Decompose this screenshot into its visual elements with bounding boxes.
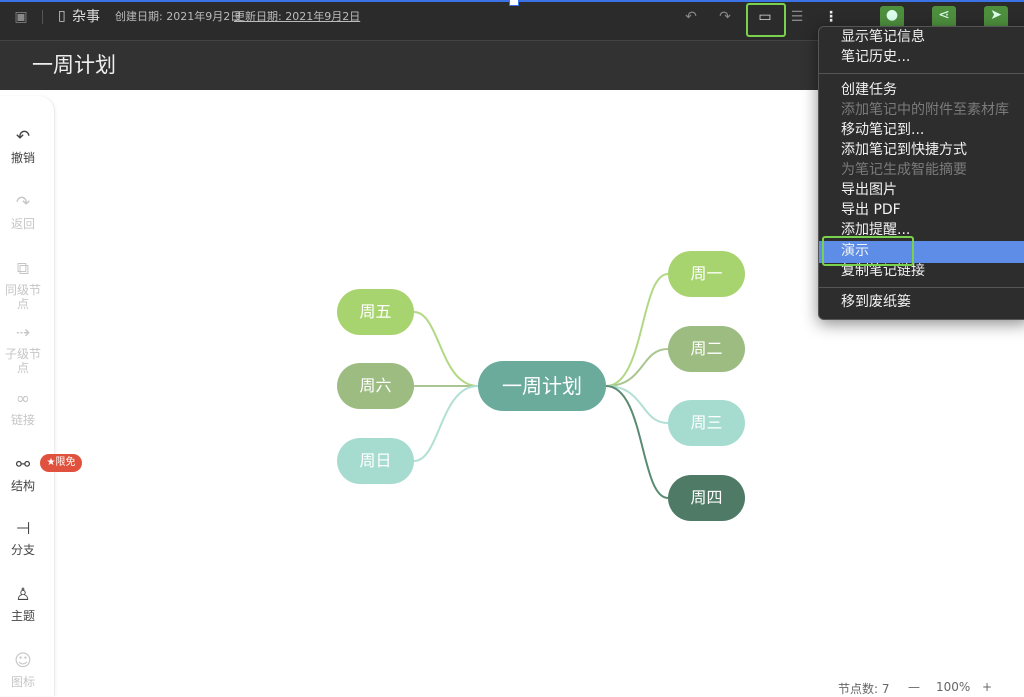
menu-highlight (819, 241, 1024, 263)
menu-item-copy-link[interactable]: 复制笔记链接 (841, 263, 925, 279)
connector-thu (605, 385, 669, 499)
child-node-icon: ⇢ (15, 323, 31, 343)
tool-label: 分支 (10, 543, 35, 557)
redo-icon: ↷ (15, 193, 31, 213)
tool-label: 同级节点 (4, 283, 41, 311)
redo-icon[interactable]: ↷ (719, 9, 731, 25)
node-wed[interactable]: 周三 (668, 400, 745, 446)
menu-item-note-info[interactable]: 显示笔记信息 (841, 29, 925, 45)
more-icon[interactable]: ⋮ (824, 9, 838, 25)
tool-panel (0, 96, 55, 696)
menu-item-move-note[interactable]: 移动笔记到... (841, 122, 925, 138)
connector-mon (605, 273, 669, 387)
sibling-node-icon: ⧉ (16, 259, 30, 279)
tool-label: 图标 (10, 675, 35, 689)
root-node[interactable]: 一周计划 (478, 361, 606, 411)
menu-item-add-attachments: 添加笔记中的附件至素材库 (841, 102, 1009, 118)
menu-item-note-history[interactable]: 笔记历史... (841, 49, 911, 65)
node-sun[interactable]: 周日 (337, 438, 414, 484)
connector-sun (413, 385, 479, 462)
highlight-box-present-item (822, 236, 914, 266)
tool-label: 主题 (10, 609, 35, 623)
menu-item-present[interactable]: 演示 (841, 243, 869, 259)
badge-label: 限免 (55, 457, 76, 468)
updated-date[interactable]: 更新日期: 2021年9月2日 (234, 10, 361, 23)
menu-divider (819, 73, 1024, 74)
tool-label: 返回 (10, 217, 35, 231)
node-mon[interactable]: 周一 (668, 251, 745, 297)
collaborate-icon[interactable]: ● (880, 6, 904, 28)
page-title[interactable]: 一周计划 (32, 53, 116, 77)
node-fri[interactable]: 周五 (337, 289, 414, 335)
created-date: 创建日期: 2021年9月2日 (115, 10, 242, 23)
highlight-box-present-icon (746, 3, 786, 37)
outline-icon[interactable]: ☰ (790, 9, 804, 25)
connector-fri (413, 311, 479, 387)
top-bar: ▣ ▯ 杂事 创建日期: 2021年9月2日 更新日期: 2021年9月2日 ↶… (0, 0, 1024, 30)
connector-wed (605, 385, 669, 424)
child-node-tool[interactable]: ⇢ 子级节点 (0, 322, 46, 375)
menu-item-create-task[interactable]: 创建任务 (841, 82, 897, 98)
connector-tue (605, 348, 669, 387)
share-icon[interactable]: ⋖ (932, 6, 956, 28)
node-sat[interactable]: 周六 (337, 363, 414, 409)
structure-icon: ⚯ (15, 455, 31, 475)
menu-item-smart-summary: 为笔记生成智能摘要 (841, 162, 967, 178)
notebook-icon: ▯ (58, 8, 66, 24)
menu-divider (819, 287, 1024, 288)
menu-item-export-pdf[interactable]: 导出 PDF (841, 202, 901, 218)
undo-icon: ↶ (15, 127, 31, 147)
redo-tool[interactable]: ↷ 返回 (0, 192, 46, 231)
undo-tool[interactable]: ↶ 撤销 (0, 126, 46, 165)
divider (0, 30, 1024, 41)
present-icon[interactable]: ▭ (758, 9, 772, 25)
zoom-out-button[interactable]: — (908, 680, 920, 694)
theme-tool[interactable]: ♙ 主题 (0, 584, 46, 623)
menu-item-trash[interactable]: 移到废纸篓 (841, 294, 911, 310)
send-icon[interactable]: ➤ (984, 6, 1008, 28)
undo-icon[interactable]: ↶ (685, 9, 697, 25)
tool-label: 子级节点 (4, 347, 41, 375)
icon-tool[interactable]: ☺ 图标 (0, 650, 46, 689)
sibling-node-tool[interactable]: ⧉ 同级节点 (0, 258, 46, 311)
emoji-icon: ☺ (14, 651, 32, 671)
menu-item-export-image[interactable]: 导出图片 (841, 182, 897, 198)
zoom-level: 100% (936, 680, 971, 694)
tool-label: 撤销 (10, 151, 35, 165)
structure-tool[interactable]: ⚯ 结构 (0, 454, 46, 493)
link-tool[interactable]: ∞ 链接 (0, 388, 46, 427)
notebook-name[interactable]: 杂事 (72, 9, 100, 25)
free-badge: ★限免 (40, 454, 82, 472)
branch-icon: ⊣ (15, 519, 31, 539)
zoom-in-button[interactable]: + (982, 680, 993, 694)
resize-handle[interactable] (509, 0, 519, 6)
node-tue[interactable]: 周二 (668, 326, 745, 372)
theme-icon: ♙ (15, 585, 31, 605)
sidebar-toggle-icon[interactable]: ▣ (14, 9, 28, 25)
node-thu[interactable]: 周四 (668, 475, 745, 521)
divider (42, 10, 43, 24)
link-icon: ∞ (15, 389, 31, 409)
menu-item-add-reminder[interactable]: 添加提醒... (841, 222, 911, 238)
tool-label: 结构 (10, 479, 35, 493)
node-count: 节点数: 7 (838, 682, 890, 696)
star-icon: ★ (46, 457, 56, 468)
more-menu: 显示笔记信息 笔记历史... 创建任务 添加笔记中的附件至素材库 移动笔记到..… (818, 26, 1024, 320)
tool-label: 链接 (10, 413, 35, 427)
branch-tool[interactable]: ⊣ 分支 (0, 518, 46, 557)
menu-item-add-shortcut[interactable]: 添加笔记到快捷方式 (841, 142, 967, 158)
